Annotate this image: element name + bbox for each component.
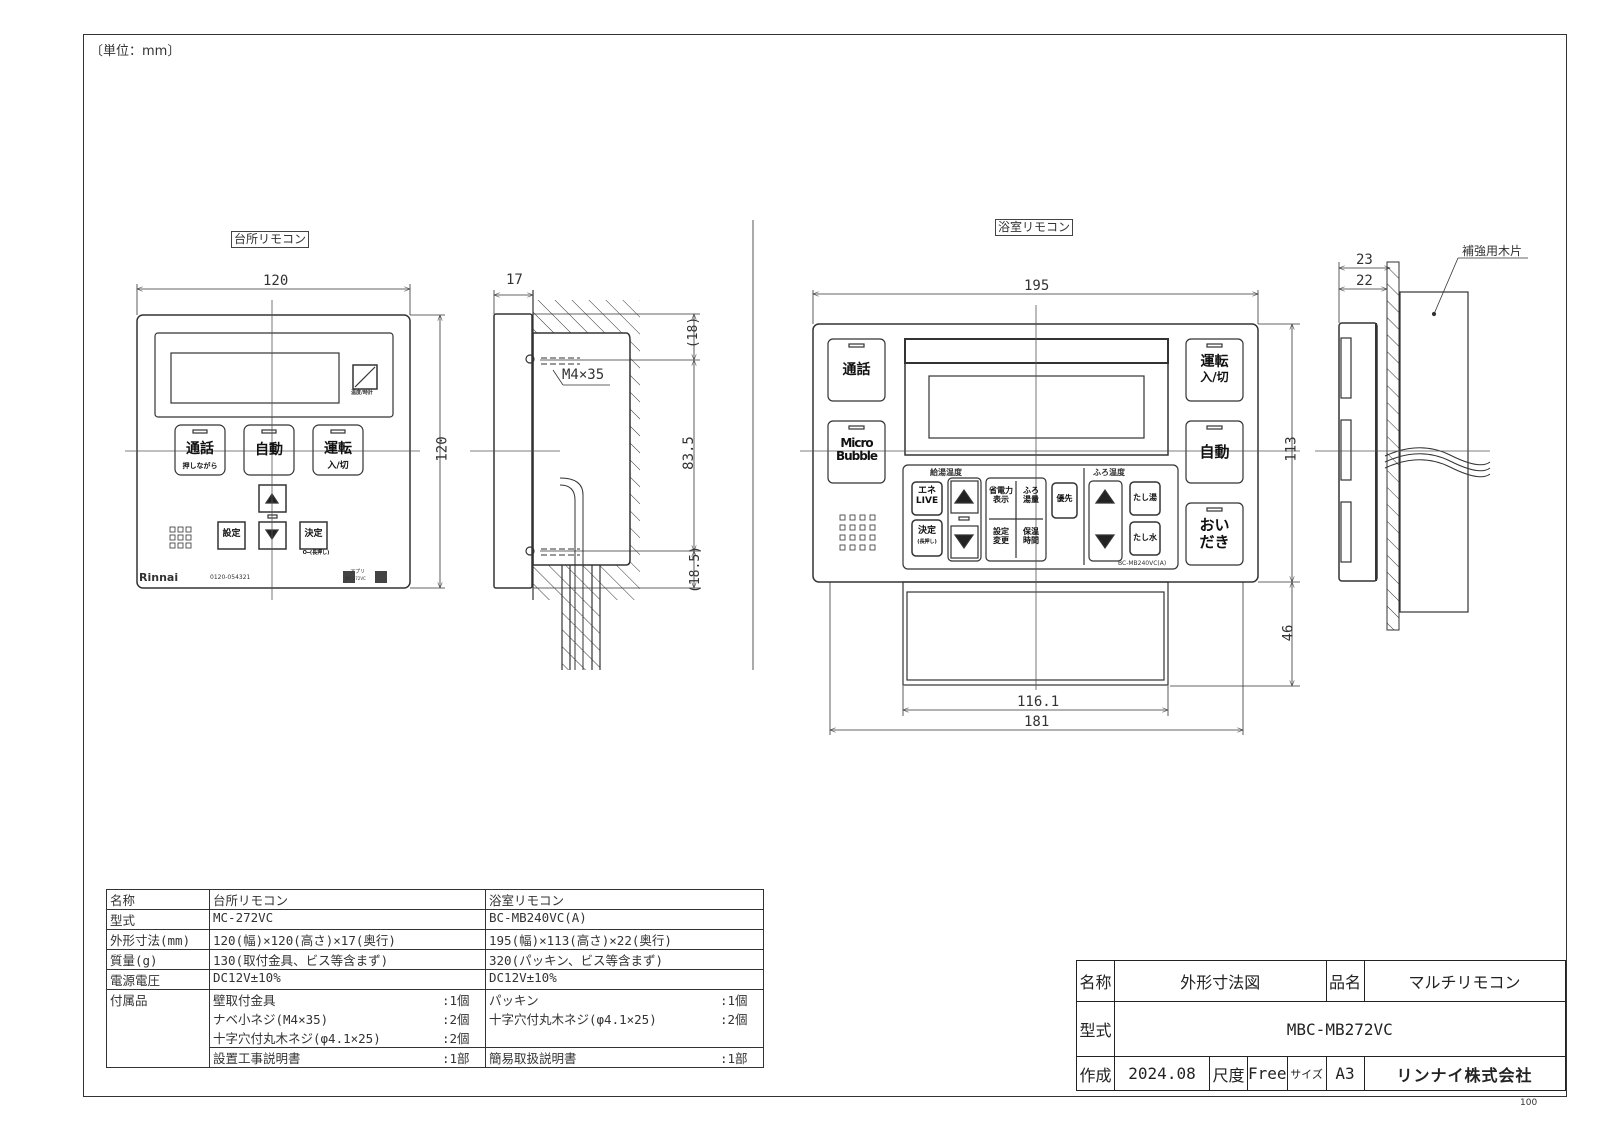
supply-temp-title: 給湯温度: [930, 468, 962, 477]
add-cold-water-button[interactable]: たし水: [1133, 533, 1157, 542]
bathroom-cover-height-dim: 46: [1280, 624, 1297, 642]
title-created-value: 2024.08: [1114, 1056, 1210, 1091]
bath-model-print: BC-MB240VC(A): [1118, 560, 1167, 567]
title-size-value: A3: [1325, 1056, 1365, 1091]
bathroom-width-dim: 195: [1024, 278, 1050, 294]
spec-kitchen-value: MC-272VC: [209, 909, 486, 930]
kitchen-width-dim: 120: [263, 273, 289, 289]
bathroom-remote-side: [1315, 257, 1528, 631]
spec-bath-value: DC12V±10%: [485, 969, 764, 990]
drawing-frame: [83, 34, 1567, 1097]
bath-manual: 簡易取扱説明書:1部: [485, 1047, 764, 1068]
title-product-label: 品名: [1325, 960, 1365, 1002]
bathroom-side-outer-dim: 23: [1356, 252, 1373, 268]
kitchen-accessories: 壁取付金具:1個 ナベ小ネジ(M4×35):2個 十字穴付丸木ネジ(φ4.1×2…: [209, 989, 486, 1048]
keep-warm-time-button[interactable]: 保温時間: [1023, 527, 1039, 545]
bath-run-button[interactable]: 運転入/切: [1200, 354, 1229, 385]
spec-label: 電源電圧: [106, 969, 210, 990]
kitchen-settings-button[interactable]: 設定: [222, 529, 241, 539]
title-model-value: MBC-MB272VC: [1114, 1001, 1566, 1057]
spec-kitchen-value: 130(取付金具、ビス等含まず): [209, 949, 486, 970]
unit-note: 〔単位：mm〕: [90, 44, 181, 59]
title-name-label: 名称: [1076, 960, 1115, 1002]
spec-kitchen-value: DC12V±10%: [209, 969, 486, 990]
bathroom-remote-front: [800, 290, 1300, 735]
kitchen-phone: 0120-054321: [210, 574, 251, 581]
sheet-code: 100: [1520, 1098, 1538, 1108]
spec-kitchen-value: 120(幅)×120(高さ)×17(奥行): [209, 929, 486, 950]
kitchen-talk-button[interactable]: 通話押しながら: [182, 441, 218, 471]
kitchen-height-dim: 120: [434, 436, 451, 462]
kitchen-confirm-button[interactable]: 決定: [304, 529, 323, 539]
spec-bath-value: 320(パッキン、ビス等含まず): [485, 949, 764, 970]
bathroom-side-body-dim: 22: [1356, 273, 1373, 289]
bathroom-base-width-dim: 181: [1024, 714, 1050, 730]
kitchen-app-label: アプリ: [350, 569, 366, 575]
spec-bath-value: 195(幅)×113(高さ)×22(奥行): [485, 929, 764, 950]
kitchen-pitch-dim: 83.5: [680, 436, 697, 470]
display-icon-caption: 温度/時計: [351, 390, 373, 396]
title-model-label: 型式: [1076, 1001, 1115, 1057]
screw-callout: M4×35: [562, 367, 605, 383]
title-scale-label: 尺度: [1209, 1056, 1248, 1091]
kitchen-brand-logo: Rinnai: [139, 571, 179, 584]
spec-bath-value: BC-MB240VC(A): [485, 909, 764, 930]
kitchen-remote-front: [125, 284, 445, 600]
wood-block-callout: 補強用木片: [1462, 244, 1523, 258]
spec-row: 型式 MC-272VC BC-MB240VC(A): [106, 909, 764, 930]
title-scale-value: Free: [1247, 1056, 1288, 1091]
bathroom-height-dim: 113: [1283, 436, 1300, 462]
spec-row: 外形寸法(mm) 120(幅)×120(高さ)×17(奥行) 195(幅)×11…: [106, 929, 764, 950]
spec-header-kitchen: 台所リモコン: [209, 889, 486, 910]
kitchen-top-offset-dim: (18): [686, 316, 702, 349]
spec-label: 外形寸法(mm): [106, 929, 210, 950]
bath-decide-button[interactable]: 決定(長押し): [917, 526, 937, 545]
spec-row: 質量(g) 130(取付金具、ビス等含まず) 320(パッキン、ビス等含まず): [106, 949, 764, 970]
bath-talk-button[interactable]: 通話: [842, 362, 871, 378]
spec-label: 型式: [106, 909, 210, 930]
spec-header-bath: 浴室リモコン: [485, 889, 764, 910]
kitchen-depth-dim: 17: [506, 272, 523, 288]
company-name: リンナイ株式会社: [1363, 1056, 1566, 1091]
title-size-label: サイズ: [1286, 1056, 1327, 1091]
kitchen-confirm-sub: O━(長押し): [302, 550, 330, 556]
power-display-button[interactable]: 省電力表示: [989, 486, 1013, 504]
priority-button[interactable]: 優先: [1056, 494, 1073, 503]
title-created-label: 作成: [1076, 1056, 1115, 1091]
kitchen-run-button[interactable]: 運転入/切: [324, 441, 352, 472]
bath-temp-title: ふろ温度: [1093, 468, 1125, 477]
bath-auto-button[interactable]: 自動: [1199, 443, 1230, 461]
bath-reheat-button[interactable]: おいだき: [1199, 516, 1230, 551]
bathroom-remote-label: 浴室リモコン: [995, 219, 1074, 236]
title-block: 名称 外形寸法図 品名 マルチリモコン 型式 MBC-MB272VC 作成 20…: [1076, 960, 1566, 1091]
spec-table: 名称 台所リモコン 浴室リモコン 型式 MC-272VC BC-MB240VC(…: [106, 889, 764, 1068]
kitchen-bottom-offset-dim: (18.5): [687, 546, 703, 593]
spec-accessories-row: 付属品 壁取付金具:1個 ナベ小ネジ(M4×35):2個 十字穴付丸木ネジ(φ4…: [106, 989, 764, 1068]
kitchen-manual: 設置工事説明書:1部: [209, 1047, 486, 1068]
spec-accessories-label: 付属品: [106, 989, 210, 1068]
spec-header-name: 名称: [106, 889, 210, 910]
spec-label: 質量(g): [106, 949, 210, 970]
kitchen-remote-label: 台所リモコン: [231, 231, 310, 248]
bath-accessories: パッキン:1個 十字穴付丸木ネジ(φ4.1×25):2個: [485, 989, 764, 1048]
title-product-value: マルチリモコン: [1363, 960, 1566, 1002]
spec-manual-row: 設置工事説明書:1部 簡易取扱説明書:1部: [107, 1047, 764, 1068]
bathroom-cover-width-dim: 116.1: [1017, 694, 1060, 710]
kitchen-auto-button[interactable]: 自動: [255, 442, 283, 458]
add-hot-water-button[interactable]: たし湯: [1133, 493, 1157, 502]
spec-header-row: 名称 台所リモコン 浴室リモコン: [106, 889, 764, 910]
bath-volume-button[interactable]: ふろ湯量: [1023, 486, 1039, 504]
setting-change-button[interactable]: 設定変更: [993, 527, 1009, 545]
spec-row: 電源電圧 DC12V±10% DC12V±10%: [106, 969, 764, 990]
kitchen-model-print: MC-272VC: [345, 576, 366, 581]
kitchen-remote-side: [470, 290, 700, 670]
title-name-value: 外形寸法図: [1114, 960, 1327, 1002]
